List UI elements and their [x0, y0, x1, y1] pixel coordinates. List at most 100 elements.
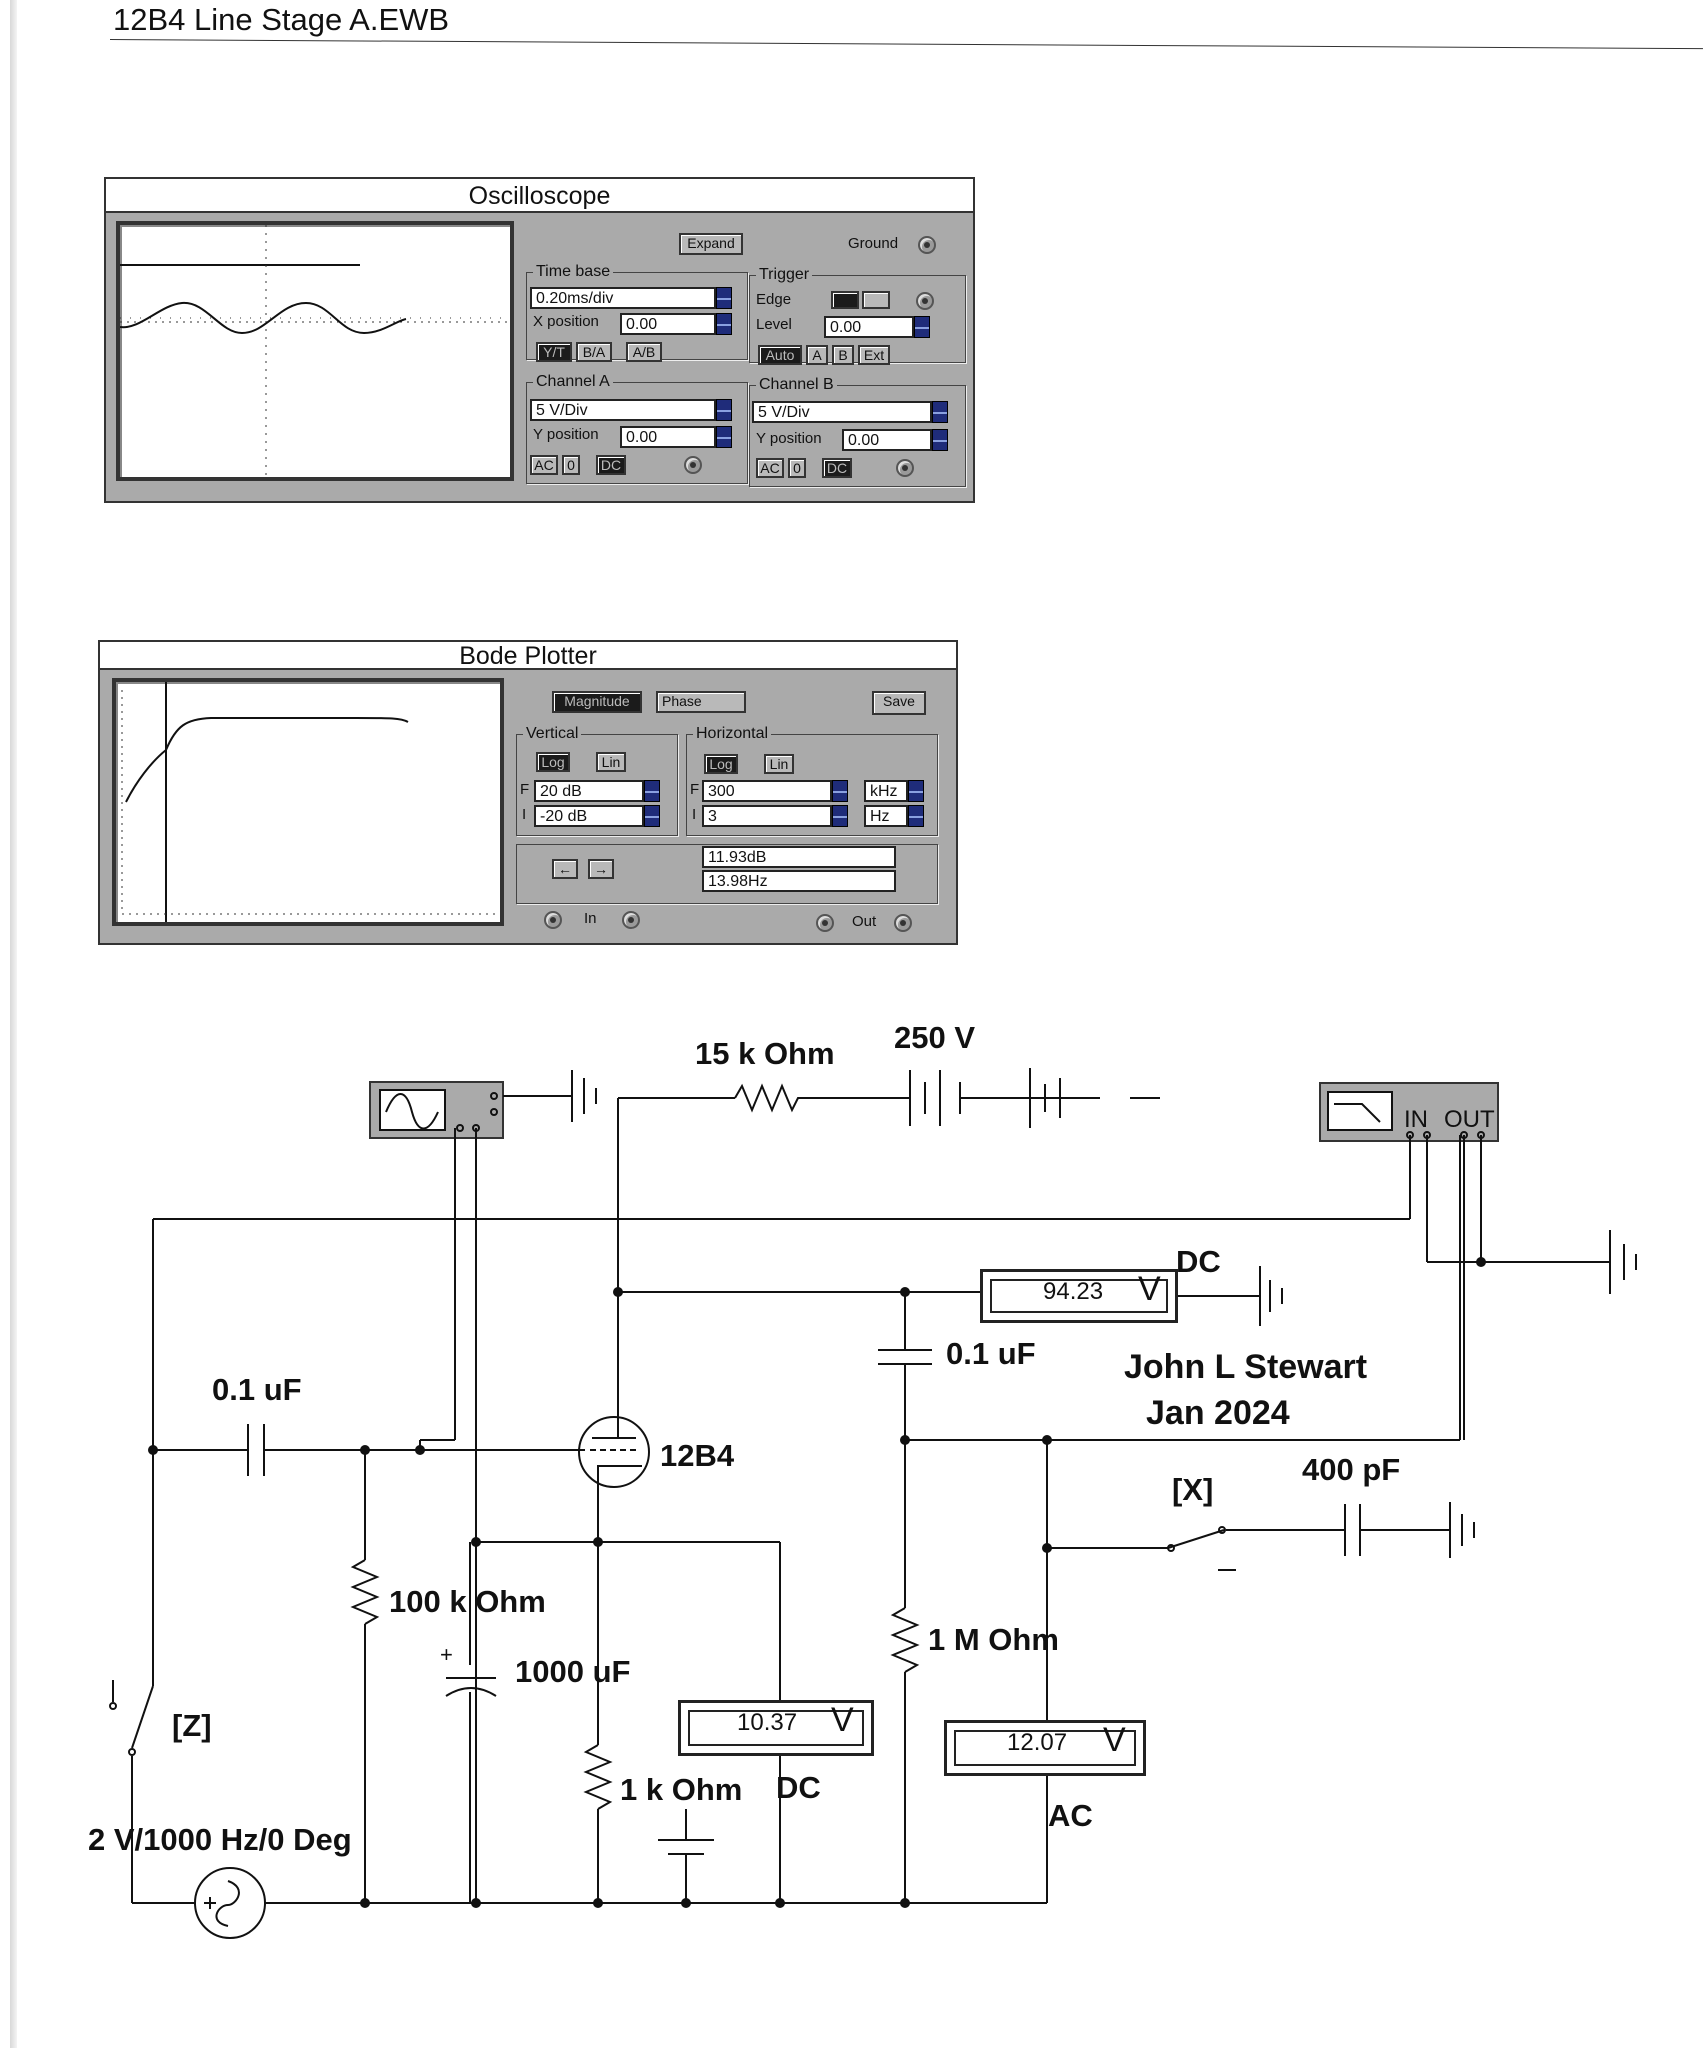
level-field[interactable]: 0.00	[824, 316, 914, 338]
oscilloscope-trace	[119, 225, 510, 477]
mode-ab-button[interactable]: A/B	[626, 342, 662, 362]
phase-tab[interactable]: Phase	[656, 691, 746, 713]
meter-frame	[990, 1279, 1168, 1313]
svg-text:+: +	[440, 1642, 453, 1667]
horizontal-log-button[interactable]: Log	[704, 754, 738, 774]
channel-a-label: Channel A	[533, 373, 613, 391]
vertical-log-button[interactable]: Log	[536, 752, 570, 772]
cursor-right-button[interactable]: →	[588, 859, 614, 879]
switch-z-label: [Z]	[172, 1708, 212, 1743]
dc-meter-plate[interactable]: 94.23 V	[980, 1269, 1178, 1323]
trigger-a-button[interactable]: A	[806, 345, 828, 365]
ground-terminal[interactable]	[918, 236, 936, 254]
bode-out-plus-terminal[interactable]	[894, 914, 912, 932]
trigger-b-button[interactable]: B	[832, 345, 854, 365]
edge-falling-button[interactable]	[862, 291, 890, 309]
horizontal-i-unit[interactable]: Hz	[864, 805, 908, 827]
horizontal-i-spinner[interactable]	[832, 805, 848, 827]
dc-label-top: DC	[1176, 1244, 1221, 1279]
level-label: Level	[756, 316, 792, 333]
horizontal-lin-button[interactable]: Lin	[764, 754, 794, 774]
edge-label: Edge	[756, 291, 792, 308]
coupling-cap-label: 0.1 uF	[946, 1336, 1036, 1371]
ground-label: Ground	[848, 235, 899, 252]
channel-a-group: Channel A	[526, 373, 748, 484]
channel-a-ac-button[interactable]: AC	[530, 455, 558, 475]
ac-meter-output[interactable]: 12.07 V	[944, 1720, 1146, 1776]
bode-trace	[121, 682, 500, 922]
oscilloscope-screen	[116, 221, 514, 481]
trigger-ext-terminal[interactable]	[916, 292, 934, 310]
channel-a-ypos-field[interactable]: 0.00	[620, 426, 716, 448]
bode-out-minus-terminal[interactable]	[816, 914, 834, 932]
channel-a-terminal[interactable]	[684, 456, 702, 474]
horizontal-f-label: F	[690, 781, 700, 798]
vertical-i-field[interactable]: -20 dB	[534, 805, 644, 827]
horizontal-f-field[interactable]: 300	[702, 780, 832, 802]
channel-b-scale-field[interactable]: 5 V/Div	[752, 401, 932, 423]
bode-in-plus-terminal[interactable]	[622, 911, 640, 929]
channel-b-group: Channel B	[749, 376, 966, 487]
cathode-cap-label: 1000 uF	[515, 1654, 631, 1689]
edge-rising-button[interactable]	[831, 291, 859, 309]
output-voltage-unit: V	[1103, 1721, 1126, 1759]
oscilloscope-title: Oscilloscope	[106, 179, 973, 213]
trigger-ext-button[interactable]: Ext	[858, 345, 890, 365]
supply-voltage-label: 250 V	[894, 1020, 976, 1055]
horizontal-f-unit-spinner[interactable]	[908, 780, 924, 802]
channel-b-terminal[interactable]	[896, 459, 914, 477]
channel-a-scale-spinner[interactable]	[716, 399, 732, 421]
bode-out-label: Out	[852, 913, 877, 930]
vertical-f-field[interactable]: 20 dB	[534, 780, 644, 802]
channel-b-scale-spinner[interactable]	[932, 401, 948, 423]
horizontal-i-field[interactable]: 3	[702, 805, 832, 827]
readout-db: 11.93dB	[702, 846, 896, 868]
readout-group	[516, 844, 938, 904]
load-resistor-label: 1 M Ohm	[928, 1622, 1059, 1657]
bode-plotter-window[interactable]: Bode Plotter Magnitude Phase Save Vertic…	[98, 640, 958, 945]
vertical-lin-button[interactable]: Lin	[596, 752, 626, 772]
meter-frame	[688, 1710, 864, 1746]
timebase-spinner[interactable]	[716, 287, 732, 309]
level-spinner[interactable]	[914, 316, 930, 338]
dc-meter-cathode[interactable]: 10.37 V	[678, 1700, 874, 1756]
trigger-auto-button[interactable]: Auto	[758, 345, 802, 365]
channel-b-ypos-label: Y position	[756, 430, 822, 447]
channel-b-dc-button[interactable]: DC	[822, 458, 852, 478]
bode-out-label-schematic: OUT	[1444, 1106, 1495, 1133]
channel-b-ac-button[interactable]: AC	[756, 458, 784, 478]
oscilloscope-window[interactable]: Oscilloscope Expand Ground Time base 0.2…	[104, 177, 975, 503]
bode-in-minus-terminal[interactable]	[544, 911, 562, 929]
channel-b-ypos-spinner[interactable]	[932, 429, 948, 451]
vertical-f-spinner[interactable]	[644, 780, 660, 802]
vertical-i-spinner[interactable]	[644, 805, 660, 827]
expand-button[interactable]: Expand	[679, 233, 743, 255]
xpos-field[interactable]: 0.00	[620, 313, 716, 335]
xpos-spinner[interactable]	[716, 313, 732, 335]
channel-a-zero-button[interactable]: 0	[562, 455, 580, 475]
page-title: 12B4 Line Stage A.EWB	[113, 2, 450, 37]
channel-b-label: Channel B	[756, 376, 837, 394]
timebase-field[interactable]: 0.20ms/div	[530, 287, 716, 309]
channel-a-dc-button[interactable]: DC	[596, 455, 626, 475]
horizontal-i-unit-spinner[interactable]	[908, 805, 924, 827]
channel-a-scale-field[interactable]: 5 V/Div	[530, 399, 716, 421]
timebase-group: Time base	[526, 263, 748, 360]
cursor-left-button[interactable]: ←	[552, 859, 578, 879]
page-edge-shadow	[10, 0, 17, 2048]
grid-resistor-label: 100 k Ohm	[389, 1584, 546, 1619]
channel-b-ypos-field[interactable]: 0.00	[842, 429, 932, 451]
save-button[interactable]: Save	[872, 691, 926, 715]
horizontal-f-spinner[interactable]	[832, 780, 848, 802]
date-label: Jan 2024	[1146, 1394, 1290, 1432]
channel-b-zero-button[interactable]: 0	[788, 458, 806, 478]
mode-ba-button[interactable]: B/A	[576, 342, 612, 362]
mode-yt-button[interactable]: Y/T	[536, 342, 572, 362]
magnitude-tab[interactable]: Magnitude	[552, 691, 642, 713]
cathode-voltage-unit: V	[831, 1701, 854, 1739]
horizontal-f-unit[interactable]: kHz	[864, 780, 908, 802]
cathode-resistor-label: 1 k Ohm	[620, 1772, 743, 1807]
ac-label: AC	[1048, 1798, 1093, 1833]
channel-a-ypos-spinner[interactable]	[716, 426, 732, 448]
